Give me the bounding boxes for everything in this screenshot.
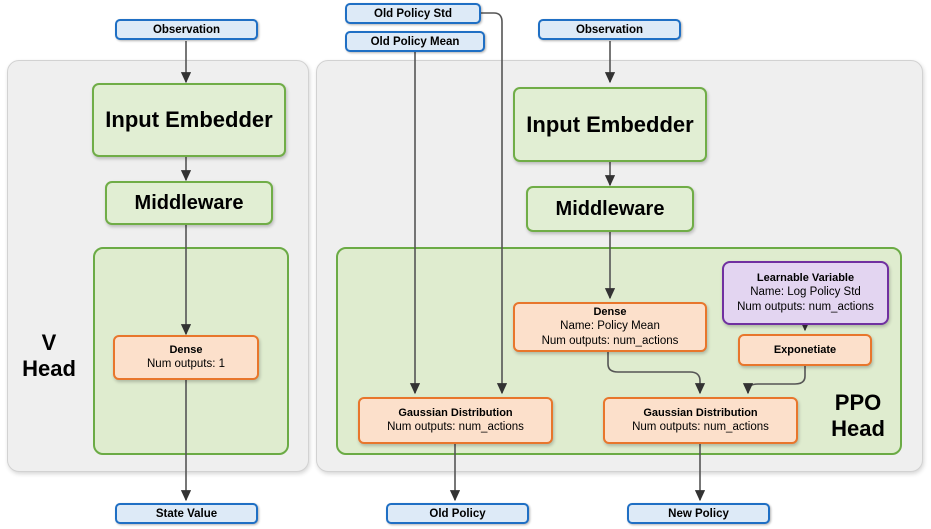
- v-dense[interactable]: Dense Num outputs: 1: [113, 335, 259, 380]
- output-old-policy-label: Old Policy: [429, 507, 486, 520]
- ppo-learnable-variable-title: Learnable Variable: [756, 272, 855, 284]
- ppo-gaussian-new-title: Gaussian Distribution: [643, 407, 758, 419]
- ppo-exponentiate-title: Exponetiate: [773, 344, 837, 356]
- input-observation-v[interactable]: Observation: [115, 19, 258, 40]
- output-new-policy-label: New Policy: [668, 507, 729, 520]
- v-middleware-label: Middleware: [134, 191, 244, 214]
- ppo-gaussian-new[interactable]: Gaussian Distribution Num outputs: num_a…: [603, 397, 798, 444]
- ppo-learnable-variable-num-outputs: Num outputs: num_actions: [737, 301, 874, 313]
- v-dense-title: Dense: [169, 344, 203, 356]
- ppo-input-embedder-label: Input Embedder: [526, 111, 694, 137]
- ppo-input-embedder[interactable]: Input Embedder: [513, 87, 707, 162]
- ppo-dense-title: Dense: [593, 306, 627, 318]
- v-input-embedder[interactable]: Input Embedder: [92, 83, 286, 157]
- v-input-embedder-label: Input Embedder: [105, 107, 273, 132]
- input-old-policy-std[interactable]: Old Policy Std: [345, 3, 481, 24]
- input-observation-ppo-label: Observation: [575, 23, 644, 36]
- ppo-dense-num-outputs: Num outputs: num_actions: [541, 335, 679, 347]
- v-dense-num-outputs: Num outputs: 1: [147, 358, 225, 370]
- ppo-dense-name: Name: Policy Mean: [560, 320, 660, 332]
- ppo-dense-policy-mean[interactable]: Dense Name: Policy Mean Num outputs: num…: [513, 302, 707, 352]
- ppo-exponentiate[interactable]: Exponetiate: [738, 334, 872, 366]
- output-new-policy[interactable]: New Policy: [627, 503, 770, 524]
- input-old-policy-mean[interactable]: Old Policy Mean: [345, 31, 485, 52]
- input-observation-v-label: Observation: [152, 23, 221, 36]
- output-state-value[interactable]: State Value: [115, 503, 258, 524]
- ppo-head-title-line2: Head: [831, 416, 885, 441]
- ppo-head-title: PPO Head: [808, 390, 908, 442]
- output-old-policy[interactable]: Old Policy: [386, 503, 529, 524]
- v-head-title-line2: Head: [22, 356, 76, 381]
- ppo-gaussian-old-title: Gaussian Distribution: [398, 407, 513, 419]
- input-old-policy-mean-label: Old Policy Mean: [370, 35, 460, 48]
- ppo-middleware[interactable]: Middleware: [526, 186, 694, 232]
- ppo-learnable-variable[interactable]: Learnable Variable Name: Log Policy Std …: [722, 261, 889, 325]
- input-old-policy-std-label: Old Policy Std: [374, 7, 452, 20]
- ppo-learnable-variable-name: Name: Log Policy Std: [750, 286, 861, 298]
- ppo-head-title-line1: PPO: [834, 390, 882, 415]
- v-middleware[interactable]: Middleware: [105, 181, 273, 225]
- v-head-title-line1: V: [41, 330, 57, 355]
- ppo-gaussian-old-num-outputs: Num outputs: num_actions: [387, 421, 524, 433]
- output-state-value-label: State Value: [155, 507, 218, 520]
- v-head-title: V Head: [13, 330, 85, 382]
- input-observation-ppo[interactable]: Observation: [538, 19, 681, 40]
- ppo-gaussian-old[interactable]: Gaussian Distribution Num outputs: num_a…: [358, 397, 553, 444]
- ppo-gaussian-new-num-outputs: Num outputs: num_actions: [632, 421, 769, 433]
- ppo-middleware-label: Middleware: [555, 197, 665, 220]
